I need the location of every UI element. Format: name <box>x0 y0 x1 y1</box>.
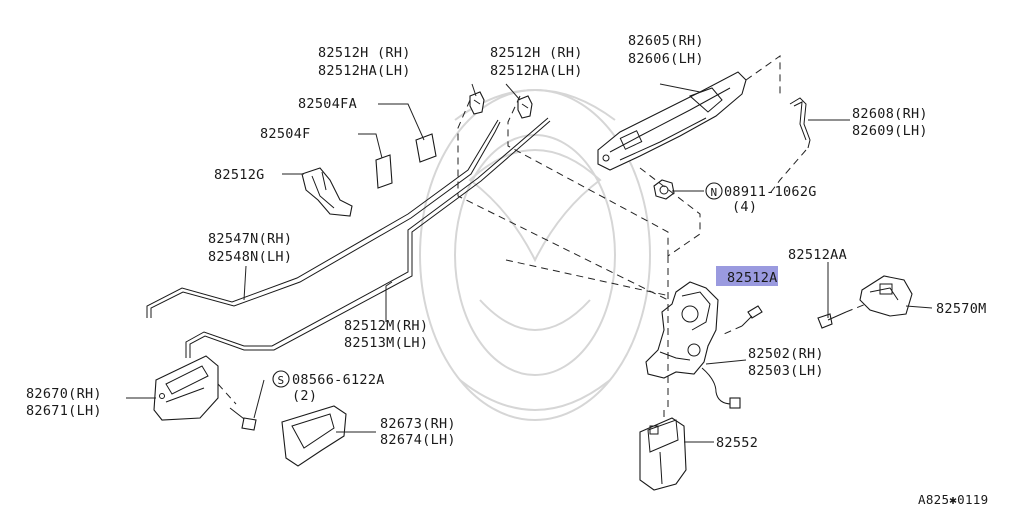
label-handle-inside-2: 82671(LH) <box>26 403 102 419</box>
inside-handle-part <box>153 355 219 421</box>
label-rod-lock-2: 82548N(LH) <box>208 249 292 265</box>
label-rod-main-2: 82513M(LH) <box>344 335 428 351</box>
label-rod-clip-a-2: 82512HA(LH) <box>318 63 411 79</box>
label-pad-a: 82504FA <box>298 96 357 112</box>
rod-clip-a-part <box>469 91 485 115</box>
label-rod-clip-a-1: 82512H (RH) <box>318 45 411 61</box>
label-nut-qty: (4) <box>732 199 757 215</box>
rod-holder-part <box>301 167 353 217</box>
label-rod-main-1: 82512M(RH) <box>344 318 428 334</box>
label-nut: 08911-1062G <box>724 184 817 200</box>
label-handle-inside-1: 82670(RH) <box>26 386 102 402</box>
label-screw-s: 08566-6122A <box>292 372 385 388</box>
label-rod-clip-b-2: 82512HA(LH) <box>490 63 583 79</box>
screw-a-part <box>741 305 763 327</box>
label-escutcheon-2: 82674(LH) <box>380 432 456 448</box>
actuator-part <box>639 417 687 491</box>
label-pad-b: 82504F <box>260 126 311 142</box>
label-bracket-2: 82609(LH) <box>852 123 928 139</box>
leader-lines <box>126 83 933 443</box>
pad-b-part <box>375 154 393 189</box>
rod-clip-b-part <box>517 95 533 119</box>
label-handle-outside-1: 82605(RH) <box>628 33 704 49</box>
label-lock-assy-1: 82502(RH) <box>748 346 824 362</box>
label-striker: 82570M <box>936 301 987 317</box>
lock-assembly-part <box>645 281 741 409</box>
label-screw-s-qty: (2) <box>292 388 317 404</box>
screw-aa-part <box>817 311 847 329</box>
label-bracket-1: 82608(RH) <box>852 106 928 122</box>
labels: 82512H (RH) 82512HA(LH) 82512H (RH) 8251… <box>26 33 988 507</box>
pad-a-part <box>415 133 437 163</box>
dashed-guides <box>217 55 867 420</box>
label-screw-aa: 82512AA <box>788 247 847 263</box>
nut-part <box>653 179 675 200</box>
outside-handle-part <box>597 71 747 171</box>
label-screw-a: 82512A <box>727 270 778 286</box>
circle-s-letter: S <box>278 374 285 387</box>
escutcheon-part <box>281 405 347 467</box>
label-rod-holder: 82512G <box>214 167 265 183</box>
circle-n-marker: N <box>705 182 723 200</box>
circle-s-marker: S <box>272 370 290 388</box>
screw-s-part <box>229 407 257 431</box>
highlight-box <box>716 266 778 286</box>
label-escutcheon-1: 82673(RH) <box>380 416 456 432</box>
label-handle-outside-2: 82606(LH) <box>628 51 704 67</box>
label-actuator: 82552 <box>716 435 758 451</box>
rod-lock-knob <box>146 119 501 318</box>
label-rod-lock-1: 82547N(RH) <box>208 231 292 247</box>
label-lock-assy-2: 82503(LH) <box>748 363 824 379</box>
watermark-emblem <box>419 89 651 421</box>
circle-n-letter: N <box>711 186 718 199</box>
bracket-part <box>789 97 811 149</box>
striker-part <box>859 275 913 317</box>
footer-code: A825✱0119 <box>918 492 988 507</box>
rod-main <box>185 117 551 358</box>
label-rod-clip-b-1: 82512H (RH) <box>490 45 583 61</box>
